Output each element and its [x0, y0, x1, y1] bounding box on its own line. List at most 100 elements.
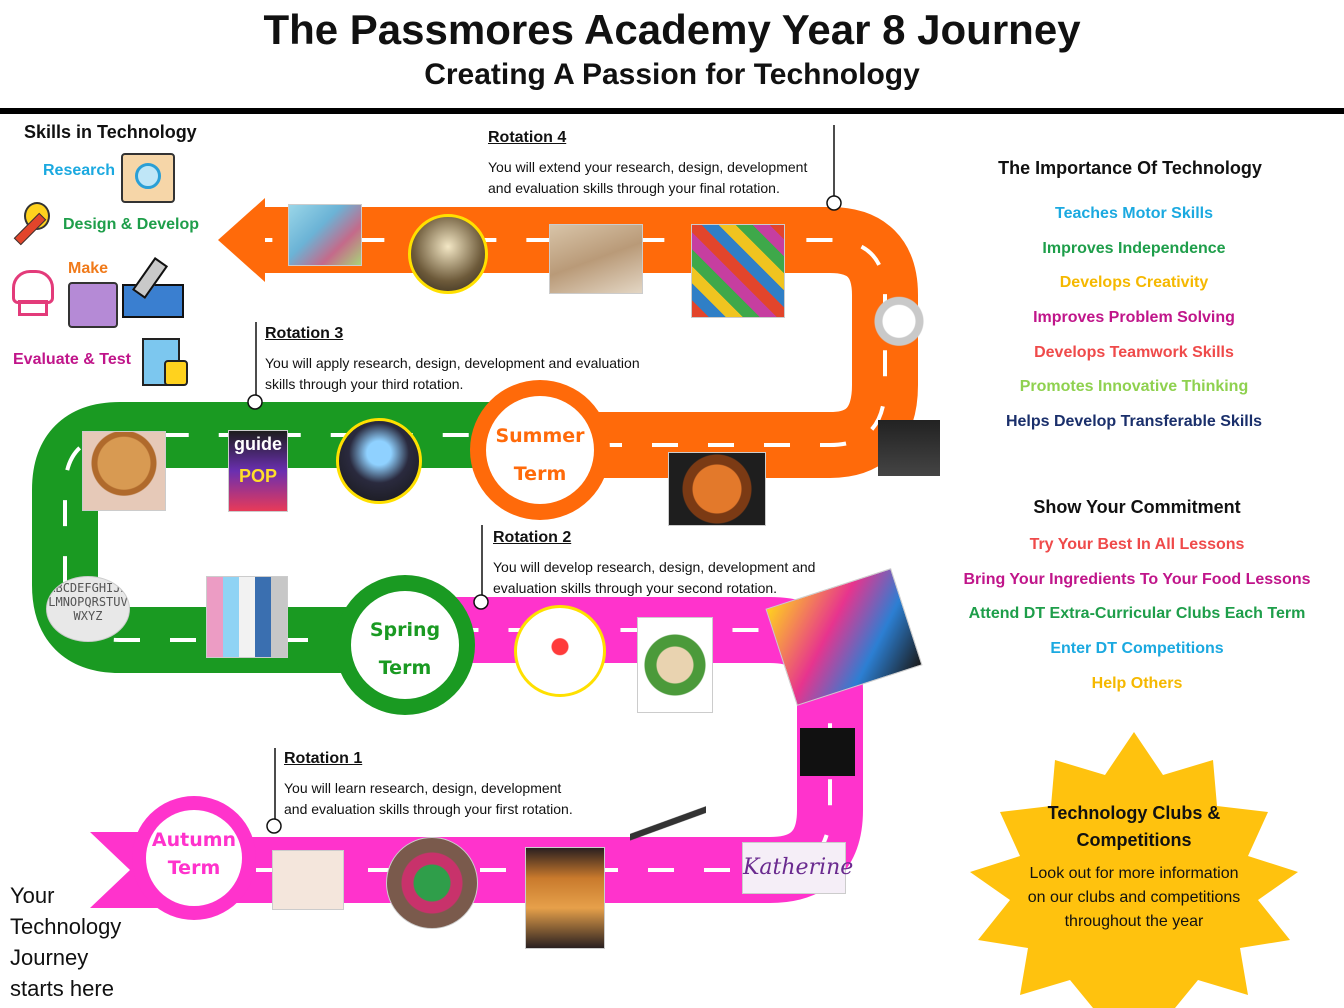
summer-term-circle-inner — [486, 396, 594, 504]
commitment-item: Help Others — [1091, 675, 1183, 692]
rotation-3-line1: You will apply research, design, develop… — [265, 355, 640, 371]
katherine-nameplate-photo: Katherine — [742, 842, 853, 894]
skill-evaluate-test: Evaluate & Test — [13, 351, 131, 369]
alphabet-stencil-photo: ABCDEFGHIJKLMNOPQRSTUVWXYZ — [46, 576, 130, 642]
stopwatch-photo — [872, 283, 926, 349]
importance-item: Improves Independence — [1042, 240, 1226, 257]
journey-line3: Journey — [10, 945, 89, 970]
skill-make-label: Make — [68, 260, 109, 277]
commitment-item: Bring Your Ingredients To Your Food Less… — [963, 571, 1311, 588]
chef-hat-icon — [8, 268, 54, 316]
toolbox-icon — [122, 257, 184, 318]
journey-line2: Technology — [10, 914, 122, 939]
rotation-1-line2: and evaluation skills through your first… — [284, 801, 573, 817]
checklist-thumbs-up-icon — [142, 338, 188, 386]
patchwork-cushion-photo — [691, 224, 785, 318]
importance-item: Teaches Motor Skills — [1055, 205, 1213, 222]
clubs-star-shape — [970, 732, 1298, 1008]
magazine-cover-photo: guide POP — [228, 430, 288, 512]
autumn-term-label: Autumn Term — [144, 826, 244, 882]
bread-plait-photo — [525, 847, 605, 949]
commitment-item: Attend DT Extra-Curricular Clubs Each Te… — [968, 605, 1306, 622]
page-title: The Passmores Academy Year 8 Journey — [263, 6, 1081, 53]
spring-term-line1: Spring — [369, 619, 441, 641]
importance-item: Improves Problem Solving — [1033, 309, 1235, 326]
cupcake-photo — [82, 431, 166, 511]
journey-line1: Your — [10, 883, 55, 908]
rotation-4-block: Rotation 4 You will extend your research… — [488, 129, 833, 199]
lightbulb-pencil-icon — [10, 198, 58, 246]
importance-item: Develops Creativity — [1059, 274, 1209, 291]
skill-design-develop: Design & Develop — [63, 216, 199, 234]
rotation-3-marker — [247, 394, 263, 410]
rotation-3-heading: Rotation 3 — [265, 325, 344, 342]
led-components-photo — [514, 605, 606, 697]
mood-board-photo — [206, 576, 288, 658]
katherine-text: Katherine — [743, 855, 854, 880]
rotation-2-line1: You will develop research, design, devel… — [493, 559, 816, 575]
rotation-4-heading: Rotation 4 — [488, 129, 567, 146]
road-end-arrow — [218, 198, 265, 282]
autumn-term-line1: Autumn — [151, 829, 237, 851]
led-lamp-photo — [408, 214, 488, 294]
battery-clip-photo — [800, 728, 896, 776]
rotation-4-line2: and evaluation skills through your final… — [488, 180, 780, 196]
importance-title: The Importance Of Technology — [998, 158, 1262, 178]
magnifier-book-icon — [121, 153, 175, 203]
commitment-item: Try Your Best In All Lessons — [1029, 536, 1245, 553]
skill-evaluate-test-label: Evaluate & Test — [13, 351, 131, 368]
commitment-item: Enter DT Competitions — [1050, 640, 1224, 657]
skill-research: Research — [43, 162, 115, 180]
soldering-iron-photo — [630, 800, 706, 856]
sewing-machine-icon — [68, 282, 118, 328]
felt-decoration-photo — [386, 837, 478, 929]
spring-term-label: Spring Term — [350, 611, 460, 687]
skill-research-label: Research — [43, 162, 116, 179]
slide-switch-photo — [878, 420, 940, 476]
skill-make: Make — [68, 260, 108, 278]
rotation-4-marker — [826, 195, 842, 211]
clubs-body-line3: throughout the year — [1064, 913, 1204, 930]
clubs-body-line1: Look out for more information — [1029, 865, 1239, 882]
rotation-1-line1: You will learn research, design, develop… — [284, 780, 562, 796]
skills-title: Skills in Technology — [24, 122, 197, 142]
stir-fry-dish-photo — [668, 452, 766, 526]
rotation-3-line2: skills through your third rotation. — [265, 376, 464, 392]
autumn-term-circle-inner — [146, 810, 242, 906]
salad-photo — [637, 617, 713, 713]
summer-term-label: Summer Term — [485, 417, 595, 493]
orange-road-section — [218, 198, 918, 478]
journey-start-text: Your Technology Journey starts here — [10, 880, 121, 1004]
spring-term-line2: Term — [378, 657, 432, 679]
magazine-guide-text: guide — [234, 434, 282, 454]
rotation-1-heading: Rotation 1 — [284, 750, 363, 767]
bacteria-photo — [288, 204, 362, 266]
importance-item: Helps Develop Transferable Skills — [1005, 413, 1263, 430]
acrylic-light-photo — [336, 418, 422, 504]
clubs-title-line1: Technology Clubs & — [1047, 803, 1221, 823]
rotation-1-block: Rotation 1 You will learn research, desi… — [284, 750, 644, 820]
rotation-2-heading: Rotation 2 — [493, 529, 572, 546]
wooden-joints-photo — [549, 224, 643, 294]
importance-item: Promotes Innovative Thinking — [1019, 378, 1249, 395]
rotation-2-marker — [473, 594, 489, 610]
magazine-pop-text: POP — [238, 466, 277, 486]
importance-item: Develops Teamwork Skills — [1034, 344, 1234, 361]
clubs-body: Look out for more information on our clu… — [994, 862, 1274, 934]
page-subtitle: Creating A Passion for Technology — [424, 58, 920, 91]
header-divider — [0, 108, 1344, 114]
spring-term-circle-inner — [351, 591, 459, 699]
clubs-body-line2: on our clubs and competitions — [1027, 889, 1241, 906]
skill-design-develop-label: Design & Develop — [63, 216, 200, 233]
clubs-title: Technology Clubs & Competitions — [1004, 800, 1264, 854]
embroidered-tree-photo — [272, 850, 344, 910]
summer-term-line1: Summer — [495, 425, 585, 447]
journey-line4: starts here — [10, 976, 114, 1001]
alphabet-text: ABCDEFGHIJKLMNOPQRSTUVWXYZ — [48, 581, 128, 623]
rotation-1-marker — [266, 818, 282, 834]
rotation-2-block: Rotation 2 You will develop research, de… — [493, 529, 873, 599]
summer-term-line2: Term — [513, 463, 567, 485]
rotation-2-line2: evaluation skills through your second ro… — [493, 580, 778, 596]
commitment-title: Show Your Commitment — [1033, 497, 1241, 517]
autumn-term-line2: Term — [167, 857, 221, 879]
